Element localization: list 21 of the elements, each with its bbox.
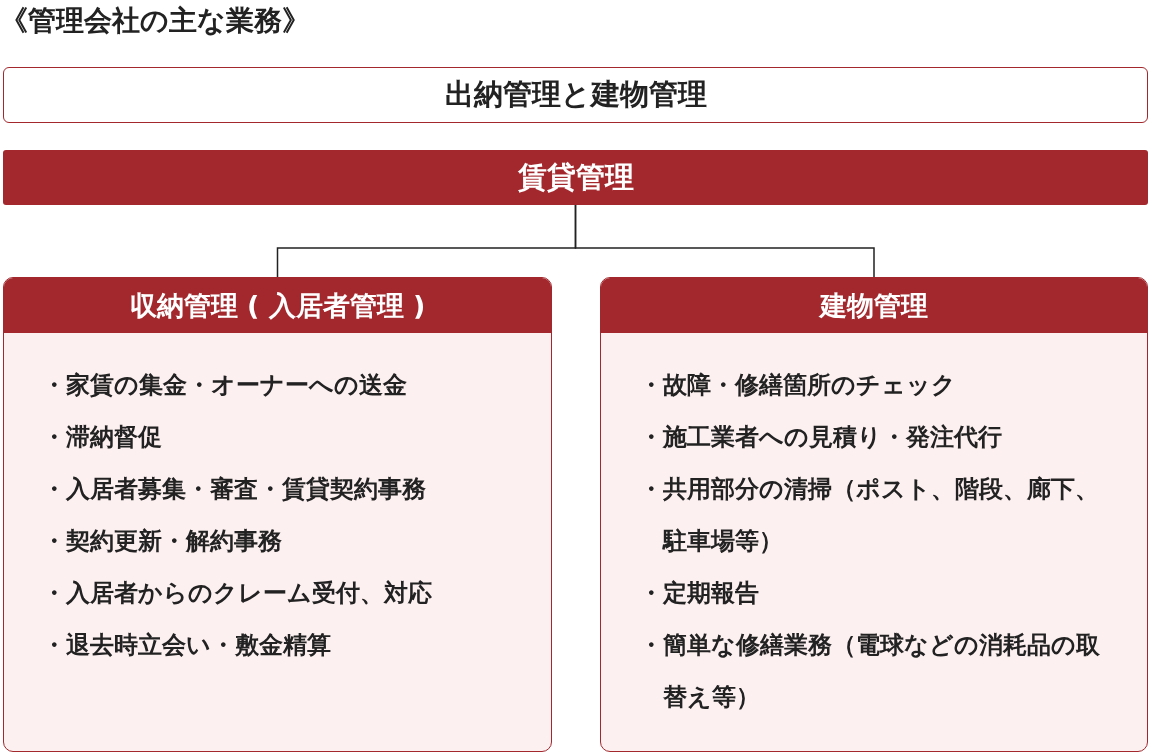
- list-item: ・定期報告: [639, 578, 760, 609]
- category-bar: [3, 150, 1148, 205]
- heading-box: [3, 67, 1148, 123]
- connector-line: [574, 204, 875, 278]
- list-item: ・共用部分の清掃（ポスト、階段、廊下、駐車場等）: [639, 474, 1100, 557]
- task-card: [600, 277, 1148, 752]
- list-item: ・家賃の集金・オーナーへの送金: [42, 370, 408, 401]
- list-item: ・滞納督促: [42, 422, 163, 453]
- card-header: 収納管理 ( 入居者管理 ): [4, 278, 551, 333]
- list-item: ・退去時立会い・敷金精算: [42, 630, 332, 661]
- bar-label: 賃貸管理: [517, 158, 634, 196]
- list-item: ・簡単な修繕業務（電球などの消耗品の取替え等）: [639, 630, 1101, 713]
- list-item: ・契約更新・解約事務: [42, 526, 283, 557]
- page-title: 《管理会社の主な業務》: [0, 3, 310, 39]
- list-item: ・施工業者への見積り・発注代行: [639, 422, 1003, 453]
- list-item: ・故障・修繕箇所のチェック: [639, 370, 957, 401]
- list-item: ・入居者募集・審査・賃貸契約事務: [42, 474, 427, 505]
- card-header: 建物管理: [601, 278, 1147, 333]
- task-card: [3, 277, 552, 752]
- box-label: 出納管理と建物管理: [444, 76, 707, 113]
- list-item: ・入居者からのクレーム受付、対応: [42, 578, 433, 609]
